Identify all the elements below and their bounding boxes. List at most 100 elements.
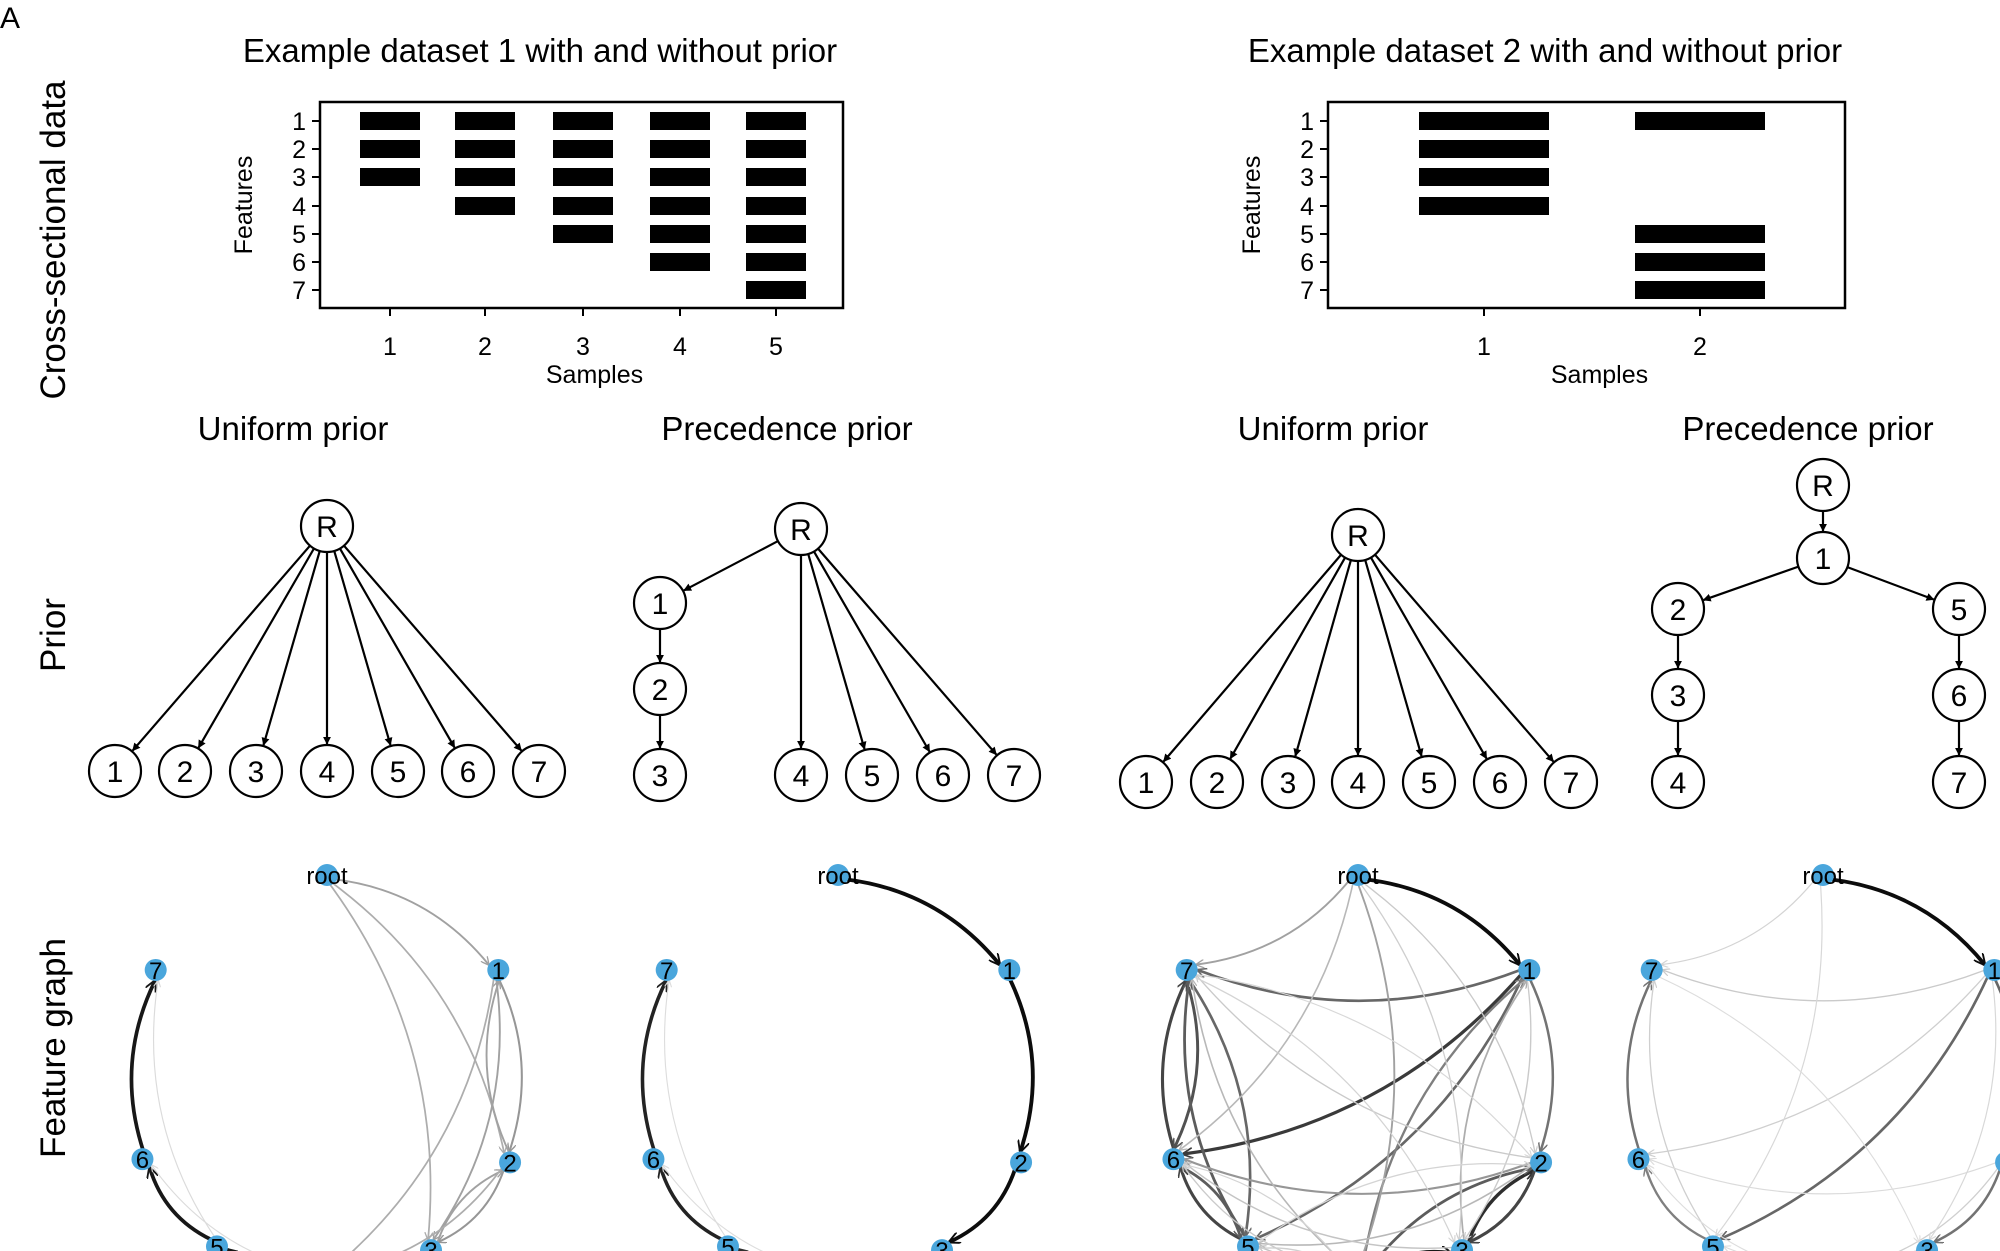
matrix-cell: [455, 197, 515, 215]
feature-edge: [1721, 975, 1990, 1238]
feature-edge: [438, 1168, 506, 1242]
prior-node: [1118, 754, 1174, 810]
matrix-cell: [1635, 112, 1765, 130]
y-tick-label: 2: [1300, 136, 1314, 164]
feature-node: [998, 958, 1021, 981]
feature-edge: [1993, 978, 2000, 995]
matrix-cell: [553, 225, 613, 243]
prior-node: [1931, 581, 1987, 637]
matrix-cell: [553, 168, 613, 186]
prior-node-label: 6: [1951, 680, 1968, 713]
feature-edge: [640, 981, 668, 1151]
matrix-cell: [746, 112, 806, 130]
feature-edge: [1469, 1168, 1537, 1242]
feature-node-label: root: [306, 863, 348, 890]
x-tick-label: 5: [769, 333, 783, 361]
feature-edge: [1724, 1247, 1919, 1251]
feature-edge: [1648, 981, 1712, 1238]
matrix-cell: [650, 112, 710, 130]
feature-edge: [1256, 1247, 1302, 1251]
prior-node-label: 3: [1670, 680, 1687, 713]
feature-node: [827, 864, 849, 886]
feature-edge: [1465, 978, 1532, 1240]
prior-node-label: 1: [1815, 543, 1832, 576]
y-tick-label: 7: [1300, 277, 1314, 305]
feature-edge: [1365, 877, 1520, 964]
feature-node-label: 2: [1534, 1150, 1547, 1177]
prior-node-label: 3: [652, 760, 669, 793]
feature-node-label: root: [1802, 863, 1844, 890]
feature-node: [1916, 1239, 1939, 1251]
feature-node: [655, 958, 678, 981]
prior-node-label: 4: [1350, 767, 1367, 800]
feature-edge: [1174, 978, 1200, 1148]
feature-node: [1983, 958, 2000, 981]
matrix-cell: [650, 140, 710, 158]
dataset1-title: Example dataset 1 with and without prior: [243, 32, 837, 69]
prior-node-label: 7: [1951, 767, 1968, 800]
feature-node: [316, 864, 338, 886]
prior-node: [1543, 754, 1599, 810]
feature-node: [1347, 864, 1369, 886]
feature-edge: [1160, 981, 1185, 1151]
matrix-cell: [455, 168, 515, 186]
feature-edge: [150, 1168, 212, 1242]
row-label-prior: Prior: [34, 598, 73, 672]
y-tick-label: 3: [292, 164, 306, 192]
dataset2-title: Example dataset 2 with and without prior: [1248, 32, 1842, 69]
prior-node: [632, 661, 688, 717]
feature-node: [716, 1235, 739, 1251]
prior-node: [1795, 530, 1851, 586]
feature-edge: [1934, 1168, 2000, 1242]
feature-edge: [1179, 882, 1354, 1150]
prior1-title: Uniform prior: [198, 410, 389, 447]
prior-node-label: 1: [1138, 767, 1155, 800]
prior-node: [1330, 507, 1386, 563]
feature-edge: [1362, 882, 1535, 1154]
feature-edge: [1194, 973, 1532, 1157]
feature-edge: [434, 978, 501, 1240]
feature-edge: [1359, 883, 1461, 1240]
feature-node: [1812, 864, 1834, 886]
matrix-cell: [1419, 140, 1549, 158]
matrix-cell: [553, 197, 613, 215]
prior-node: [299, 498, 355, 554]
feature-node-label: 6: [647, 1147, 660, 1174]
matrix-cell: [746, 140, 806, 158]
feature-edge: [1181, 1168, 1243, 1241]
feature-node: [499, 1151, 522, 1174]
prior-edge: [1293, 559, 1352, 757]
feature-edge: [1185, 981, 1248, 1239]
feature-node-label: 5: [1706, 1234, 1719, 1251]
feature-node-label: 1: [1003, 958, 1016, 985]
prior-node: [1472, 754, 1528, 810]
matrix-cell: [1419, 197, 1549, 215]
feature-edge: [949, 1168, 1017, 1242]
feature-edge: [1646, 1168, 1708, 1241]
feature-node-label: 7: [149, 958, 162, 985]
feature-node: [420, 1239, 443, 1251]
prior-node-label: 2: [652, 674, 669, 707]
prior-node-label: 5: [864, 760, 881, 793]
feature-edge: [1466, 1171, 1534, 1245]
feature-node-label: 5: [1241, 1234, 1254, 1251]
feature-edge: [1183, 1165, 1284, 1251]
feature-edge: [497, 978, 523, 1151]
feature-node: [642, 1148, 665, 1171]
matrix-cell: [553, 112, 613, 130]
row-label-cross-sectional: Cross-sectional data: [34, 80, 73, 400]
prior3-title: Uniform prior: [1238, 410, 1429, 447]
feature-edge: [1357, 883, 1396, 1251]
prior-node: [511, 743, 567, 799]
feature-edge: [1649, 1159, 1998, 1195]
prior-node-label: R: [1812, 470, 1834, 503]
prior-node: [1650, 581, 1706, 637]
feature-node-label: 6: [1632, 1147, 1645, 1174]
prior-node-label: 1: [107, 756, 124, 789]
feature-node-label: 6: [1167, 1147, 1180, 1174]
y-tick-label: 6: [1300, 249, 1314, 277]
feature-edge: [334, 878, 489, 964]
feature-edge: [1626, 981, 1650, 1151]
feature-graph-2: root1234567: [640, 863, 1035, 1251]
